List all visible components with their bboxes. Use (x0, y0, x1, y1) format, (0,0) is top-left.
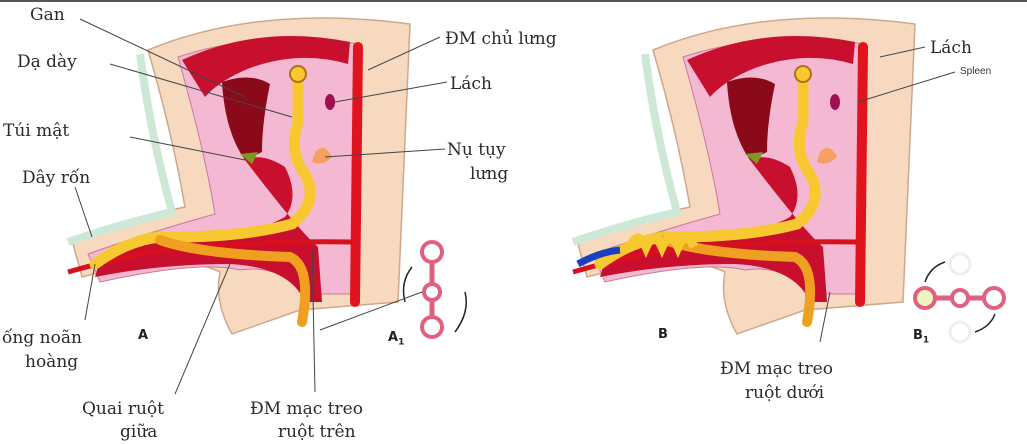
embryo-figure-a (68, 18, 410, 334)
label-midgut-loop-1: Quai ruột (82, 399, 165, 419)
label-dorsal-aorta: ĐM chủ lưng (445, 29, 557, 49)
figure-a1-label: A1 (388, 330, 404, 348)
label-sup-mesenteric-1: ĐM mạc treo (250, 399, 363, 419)
label-inf-mesenteric-1: ĐM mạc treo (720, 359, 833, 379)
label-umbilical-cord: Dây rốn (22, 168, 91, 188)
figure-a-label: A (138, 328, 149, 343)
label-spleen-a: Lách (450, 74, 492, 94)
label-dorsal-pancreas-2: lưng (470, 164, 509, 184)
label-inf-mesenteric-2: ruột dưới (745, 383, 825, 403)
rotation-arrow-b (924, 261, 996, 333)
label-spleen-en: Spleen (960, 66, 992, 77)
inset-a-letter: A (388, 330, 399, 345)
label-vitelline-duct-1: ống noãn (2, 328, 82, 348)
label-dorsal-pancreas-1: Nụ tụy (447, 140, 506, 160)
label-liver: Gan (30, 5, 65, 25)
figure-b1-label: B1 (913, 328, 929, 346)
label-gallbladder: Túi mật (3, 121, 70, 141)
figure-b-label: B (658, 327, 668, 342)
inset-b1 (913, 286, 1006, 310)
label-spleen-b: Lách (930, 38, 972, 58)
label-stomach: Dạ dày (17, 52, 77, 72)
coiled-midgut-b (625, 233, 699, 259)
inset-b-sub: 1 (922, 335, 930, 346)
label-sup-mesenteric-2: ruột trên (278, 422, 356, 442)
leader-lines (74, 18, 956, 395)
label-midgut-loop-2: giữa (120, 422, 158, 442)
label-vitelline-duct-2: hoàng (25, 352, 79, 372)
embryo-figure-b (573, 18, 915, 334)
inset-a-sub: 1 (398, 337, 405, 348)
inset-b-letter: B (913, 328, 923, 343)
inset-a1 (420, 240, 444, 339)
umbilical-vein-b (576, 246, 621, 268)
